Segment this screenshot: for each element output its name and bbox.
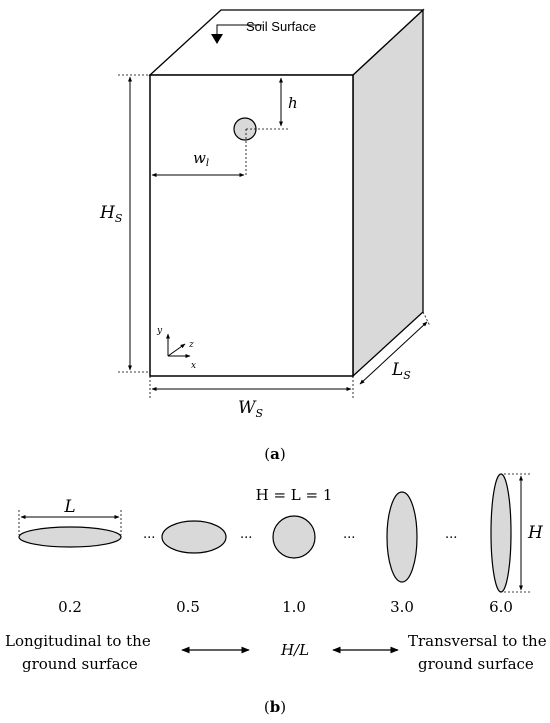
- wl-label: wl: [193, 149, 209, 169]
- panel-a-label: (a): [264, 445, 285, 463]
- longitudinal-text-line1: Longitudinal to the: [5, 632, 151, 650]
- axis-z-label: z: [188, 340, 194, 350]
- ellipsis-2: ...: [240, 527, 252, 542]
- ellipse-ratio-6-0: [490, 473, 512, 593]
- h-label: h: [288, 94, 298, 112]
- l-label: L: [63, 497, 75, 517]
- ratio-label: 0.5: [176, 598, 200, 616]
- ratio-label: 1.0: [282, 598, 306, 616]
- tunnel-guides: [245, 128, 290, 175]
- tunnel-circle: [233, 117, 257, 141]
- ellipse-ratio-3-0: [386, 491, 418, 583]
- ellipse-ratio-0-5: [161, 520, 227, 554]
- ellipse-ratio-0-2: [18, 526, 122, 548]
- transversal-text-line1: Transversal to the: [408, 632, 547, 650]
- transversal-text-line2: ground surface: [418, 655, 534, 673]
- panel-b-label: (b): [264, 698, 286, 716]
- ellipsis-3: ...: [343, 527, 355, 542]
- ellipsis-4: ...: [445, 527, 457, 542]
- hl-label: H/L: [280, 641, 309, 659]
- ws-extension-lines: [149, 376, 354, 400]
- ratio-label: 0.2: [58, 598, 82, 616]
- ls-extension-lines: [422, 311, 431, 327]
- soil-surface-label: Soil Surface: [246, 19, 316, 34]
- h-label-b: H: [527, 523, 544, 543]
- hs-label: HS: [99, 203, 123, 225]
- h-extension-lines: [500, 473, 530, 593]
- coordinate-axes: [166, 333, 191, 358]
- soil-surface-marker: [211, 24, 262, 44]
- l-extension-lines: [18, 510, 122, 535]
- axis-y-label: y: [156, 326, 163, 336]
- ratio-label: 6.0: [489, 598, 513, 616]
- ellipsis-1: ...: [143, 527, 155, 542]
- hs-extension-lines: [118, 74, 150, 373]
- equal-label: H = L = 1: [256, 486, 333, 504]
- ellipse-ratio-1-0: [272, 515, 316, 559]
- ratio-label: 3.0: [390, 598, 414, 616]
- ls-label: LS: [391, 360, 411, 382]
- ws-label: WS: [238, 398, 263, 420]
- longitudinal-text-line2: ground surface: [22, 655, 138, 673]
- ls-dimension-arrow: [359, 321, 428, 385]
- soil-box: [148, 8, 425, 378]
- axis-x-label: x: [191, 361, 196, 371]
